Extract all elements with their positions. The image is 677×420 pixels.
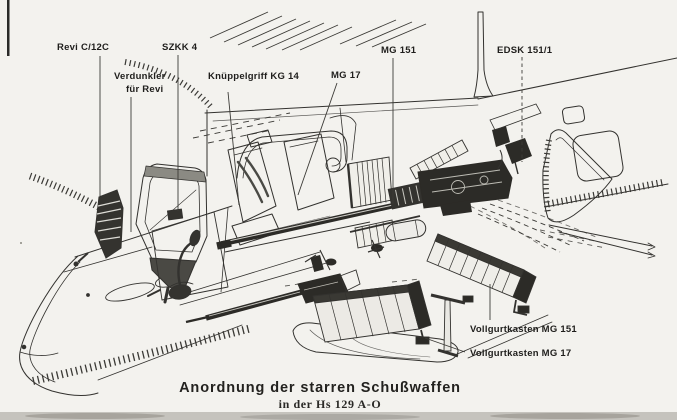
fuselage-spine-line (204, 97, 479, 114)
ventral-fairing-pod (292, 322, 459, 363)
mg151-feed-block (440, 200, 472, 216)
callout-knueppelgriff-label: Knüppelgriff KG 14 (208, 71, 300, 82)
armored-windscreen (135, 163, 208, 304)
mg17-charging-gear (304, 249, 337, 273)
canopy-dash-shading (192, 112, 291, 144)
wing-root-fairing (542, 129, 613, 223)
support-strut (430, 293, 466, 358)
wing-dash-shading (284, 229, 607, 295)
leader-vollgurtkasten-mg17 (424, 337, 466, 353)
mg151-barrel-coupling (387, 182, 425, 210)
cockpit-group (135, 129, 341, 306)
callout-verdunkler-label: Verdunkler (114, 71, 166, 82)
fairing-hatch-band (542, 139, 552, 215)
wing-panel-line (63, 246, 153, 273)
mg17-machine-gun (185, 249, 361, 324)
canopy-rear-arc (329, 115, 357, 161)
mg151-barrel (220, 202, 397, 247)
caption-line1: Anordnung der starren Schußwaffen (179, 380, 461, 396)
aft-fuselage (542, 105, 669, 223)
ammo-belt-chute (469, 199, 597, 253)
cockpit-bulkhead-line (220, 207, 229, 293)
wing-walkway-oval (105, 282, 155, 302)
mg151-cannon (216, 103, 542, 259)
ammo-box-mg151 (426, 233, 537, 316)
edsk-unit (489, 103, 542, 175)
callout-szkk-label: SZKK 4 (162, 42, 198, 53)
callout-labels: Revi C/12C SZKK 4 Verdunkler für Revi Kn… (57, 42, 577, 359)
top-shading-lines (209, 11, 427, 51)
callout-revi-label: Revi C/12C (57, 42, 109, 53)
airframe-linework (19, 11, 677, 396)
ammo-box-mg17 (312, 280, 432, 345)
callout-edsk-label: EDSK 151/1 (497, 45, 553, 56)
antenna-mast (473, 11, 494, 98)
callout-mg151-label: MG 151 (381, 45, 417, 56)
control-stick-kg14 (167, 229, 201, 300)
fuselage-spine-line-2 (212, 104, 479, 122)
revi-gunsight (73, 189, 124, 267)
callout-leader-lines (99, 55, 523, 353)
callout-verdunkler-label2: für Revi (126, 84, 163, 95)
verdunkler-visor (143, 165, 207, 183)
nose-outline (19, 255, 99, 396)
callout-vollgurtkasten-mg151-label: Vollgurtkasten MG 151 (470, 324, 577, 335)
compressed-air-bottle (367, 219, 427, 259)
leader-mg17 (297, 82, 338, 196)
callout-vollgurtkasten-mg17-label: Vollgurtkasten MG 17 (470, 348, 571, 359)
belly-hatch-band (32, 324, 253, 385)
leader-knueppelgriff (227, 91, 240, 206)
caption-line2: in der Hs 129 A-O (279, 397, 382, 411)
figure-caption: Anordnung der starren Schußwaffen in der… (179, 380, 461, 411)
szkk-counter-box (167, 208, 184, 221)
rear-spine-to-tail (477, 57, 677, 100)
rollover-hoop (236, 130, 348, 179)
right-wing-trailing-edge (454, 224, 656, 359)
callout-mg17-label: MG 17 (331, 70, 361, 81)
